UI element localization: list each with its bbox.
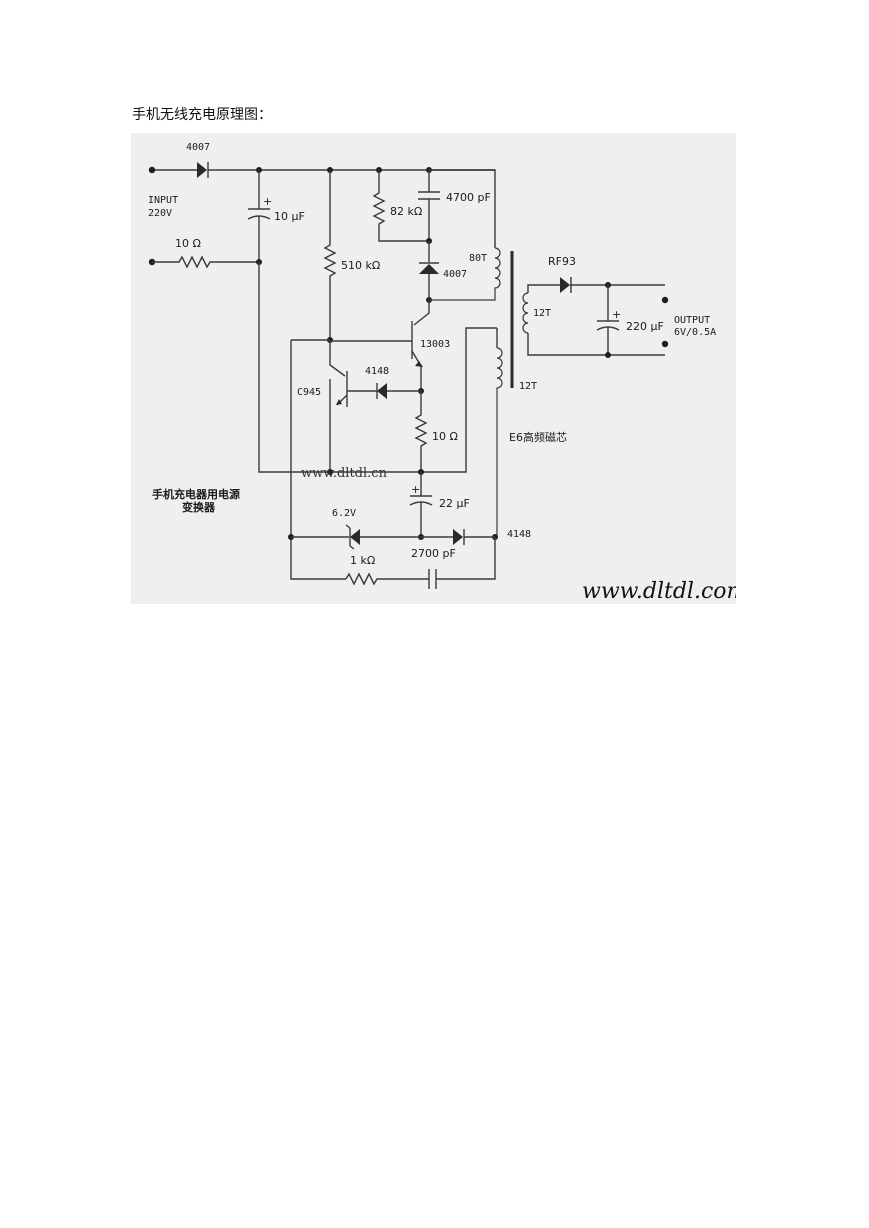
diode-4148-b bbox=[421, 529, 495, 545]
label-transistor-c945: C945 bbox=[297, 387, 321, 398]
primary-top-wire bbox=[429, 169, 496, 248]
input-diode bbox=[197, 162, 209, 178]
output-top-wire bbox=[527, 284, 665, 293]
label-cap-2700pf: 2700 pF bbox=[411, 547, 456, 560]
svg-text:+: + bbox=[263, 195, 272, 208]
transistor-13003 bbox=[330, 300, 430, 391]
resistor-82k bbox=[372, 170, 429, 242]
label-cap-10uf: 10 μF bbox=[274, 210, 305, 223]
transistor-c945 bbox=[329, 340, 377, 472]
diagram-title-line2: 变换器 bbox=[182, 500, 216, 514]
label-res-510k: 510 kΩ bbox=[341, 259, 380, 272]
label-transistor-13003: 13003 bbox=[420, 339, 450, 350]
return-wire bbox=[258, 262, 497, 473]
output-terminal-minus bbox=[661, 340, 669, 348]
diode-4007-snubber bbox=[419, 241, 439, 300]
page-caption: 手机无线充电原理图： bbox=[132, 107, 272, 123]
junction bbox=[327, 469, 333, 475]
capacitor-10uf: + bbox=[247, 170, 272, 262]
secondary-winding-12t bbox=[522, 292, 529, 334]
diode-4148-a bbox=[376, 383, 421, 399]
label-diode-in: 4007 bbox=[186, 142, 210, 153]
circuit-svg: + bbox=[148, 142, 736, 604]
resistor-10-ohm-input bbox=[152, 255, 259, 269]
label-diode-rf93: RF93 bbox=[548, 255, 576, 268]
junction bbox=[605, 352, 611, 358]
label-output-rating: 6V/0.5A bbox=[674, 327, 716, 338]
svg-text:+: + bbox=[612, 308, 621, 321]
label-core: E6高频磁芯 bbox=[509, 430, 567, 444]
zener-diode-6v2 bbox=[291, 524, 421, 550]
label-diode-4148-b: 4148 bbox=[507, 529, 531, 540]
resistor-1k bbox=[345, 572, 429, 586]
label-res-1k: 1 kΩ bbox=[350, 554, 375, 567]
label-cap-22uf: 22 μF bbox=[439, 497, 470, 510]
feedback-winding-12t bbox=[496, 347, 503, 537]
label-res-82k: 82 kΩ bbox=[390, 205, 422, 218]
output-bottom-wire bbox=[527, 333, 665, 356]
diode-rf93 bbox=[560, 277, 572, 293]
label-zener-6v2: 6.2V bbox=[332, 508, 356, 519]
watermark-com: www.dltdl.com bbox=[582, 579, 736, 604]
output-terminal-plus bbox=[661, 296, 669, 304]
input-terminal-top bbox=[148, 166, 156, 174]
capacitor-220uf: + bbox=[596, 285, 621, 355]
diagram-title-line1: 手机充电器用电源 bbox=[152, 487, 240, 501]
capacitor-2700pf bbox=[428, 537, 496, 589]
primary-winding-80t bbox=[429, 247, 501, 301]
capacitor-4700pf bbox=[418, 170, 440, 241]
resistor-10-ohm-emitter bbox=[414, 391, 428, 472]
label-secondary-12t: 12T bbox=[533, 308, 551, 319]
watermark-cn: www.dltdl.cn bbox=[301, 466, 388, 481]
label-cap-220uf: 220 μF bbox=[626, 320, 664, 333]
label-turns-80t: 80T bbox=[469, 253, 487, 264]
label-output: OUTPUT bbox=[674, 315, 710, 326]
label-input-voltage: 220V bbox=[148, 208, 172, 219]
label-diode-4148-a: 4148 bbox=[365, 366, 389, 377]
capacitor-22uf: + bbox=[409, 472, 433, 537]
resistor-510k bbox=[323, 170, 337, 340]
left-feedback-wire bbox=[290, 339, 346, 580]
label-input: INPUT bbox=[148, 195, 178, 206]
circuit-diagram: + bbox=[131, 133, 736, 604]
label-feedback-12t: 12T bbox=[519, 381, 537, 392]
label-res-10-in: 10 Ω bbox=[175, 237, 201, 250]
label-cap-4700pf: 4700 pF bbox=[446, 191, 491, 204]
label-diode-4007: 4007 bbox=[443, 269, 467, 280]
label-res-10-emitter: 10 Ω bbox=[432, 430, 458, 443]
svg-text:+: + bbox=[411, 483, 420, 496]
